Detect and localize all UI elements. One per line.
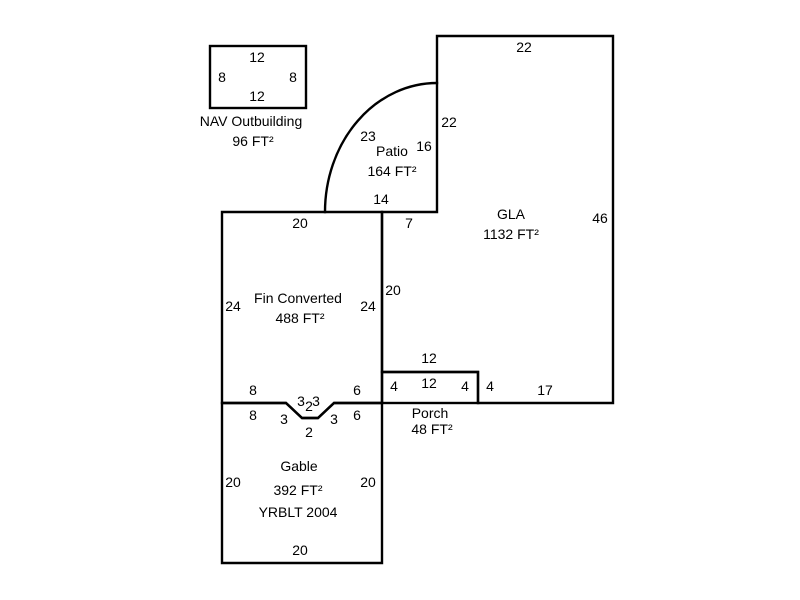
- fin-converted-area-value: 488 FT²: [275, 310, 324, 326]
- nav-outbuilding-bottom-dim: 12: [249, 88, 265, 104]
- gable-notch-bottom-dim: 2: [305, 424, 313, 440]
- gable-area: 8 6 3 2 3 20 20 20 Gable 392 FT² YRBLT 2…: [220, 401, 384, 565]
- porch-area-value: 48 FT²: [411, 421, 453, 437]
- porch-inner-dim: 12: [421, 375, 437, 391]
- gable-top-left-dim: 8: [249, 407, 257, 423]
- fin-converted-notch-bottom-dim: 2: [305, 398, 313, 414]
- gable-label: Gable: [280, 458, 318, 474]
- patio-area: 23 16 14 Patio 164 FT²: [323, 81, 439, 214]
- porch-outline: [380, 370, 480, 405]
- patio-area-value: 164 FT²: [367, 163, 416, 179]
- patio-side-dim: 16: [416, 138, 432, 154]
- patio-bottom-dim: 14: [373, 191, 389, 207]
- fin-converted-notch-right-dim: 3: [312, 393, 320, 409]
- fin-converted-left-dim: 24: [225, 298, 241, 314]
- nav-outbuilding-left-dim: 8: [218, 69, 226, 85]
- gla-porch-side-dim: 4: [486, 378, 494, 394]
- porch-right-dim: 4: [461, 378, 469, 394]
- gable-year-built: YRBLT 2004: [259, 504, 338, 520]
- gla-label: GLA: [497, 206, 526, 222]
- fin-converted-bottom-right-dim: 6: [353, 382, 361, 398]
- gable-bottom-dim: 20: [292, 542, 308, 558]
- nav-outbuilding-right-dim: 8: [289, 69, 297, 85]
- fin-converted-top-dim: 20: [292, 215, 308, 231]
- gable-notch-left-dim: 3: [280, 411, 288, 427]
- gla-bottom-dim: 17: [537, 382, 553, 398]
- patio-outline: [323, 81, 439, 214]
- gable-left-dim: 20: [225, 474, 241, 490]
- porch-top-dim: 12: [421, 350, 437, 366]
- gla-left-mid-dim: 20: [385, 282, 401, 298]
- porch-area: 12 12 4 4 Porch 48 FT²: [380, 350, 480, 437]
- gla-left-upper-dim: 22: [441, 114, 457, 130]
- gable-area-value: 392 FT²: [273, 482, 322, 498]
- gable-top-right-dim: 6: [353, 407, 361, 423]
- fin-converted-notch-left-dim: 3: [297, 393, 305, 409]
- gla-left-step-dim: 7: [405, 215, 413, 231]
- nav-outbuilding-outline: [208, 44, 308, 110]
- fin-converted-area: 20 24 24 8 6 3 2 3 Fin Converted 488 FT²: [220, 210, 384, 420]
- nav-outbuilding-area-value: 96 FT²: [232, 133, 274, 149]
- nav-outbuilding-area: 12 12 8 8 NAV Outbuilding 96 FT²: [200, 44, 308, 149]
- patio-arc-dim: 23: [360, 128, 376, 144]
- gla-area-value: 1132 FT²: [483, 226, 539, 242]
- porch-label: Porch: [412, 405, 449, 421]
- gla-top-dim: 22: [516, 39, 532, 55]
- patio-label: Patio: [376, 143, 408, 159]
- gable-right-dim: 20: [360, 474, 376, 490]
- nav-outbuilding-label: NAV Outbuilding: [200, 113, 302, 129]
- nav-outbuilding-top-dim: 12: [249, 49, 265, 65]
- fin-converted-right-dim: 24: [360, 298, 376, 314]
- porch-left-dim: 4: [390, 378, 398, 394]
- gable-outline: [220, 401, 384, 565]
- gla-area: 22 22 46 7 20 4 17 GLA 1132 FT²: [380, 34, 615, 405]
- gla-right-dim: 46: [592, 210, 608, 226]
- gable-notch-right-dim: 3: [330, 411, 338, 427]
- fin-converted-bottom-left-dim: 8: [249, 382, 257, 398]
- fin-converted-label: Fin Converted: [254, 290, 342, 306]
